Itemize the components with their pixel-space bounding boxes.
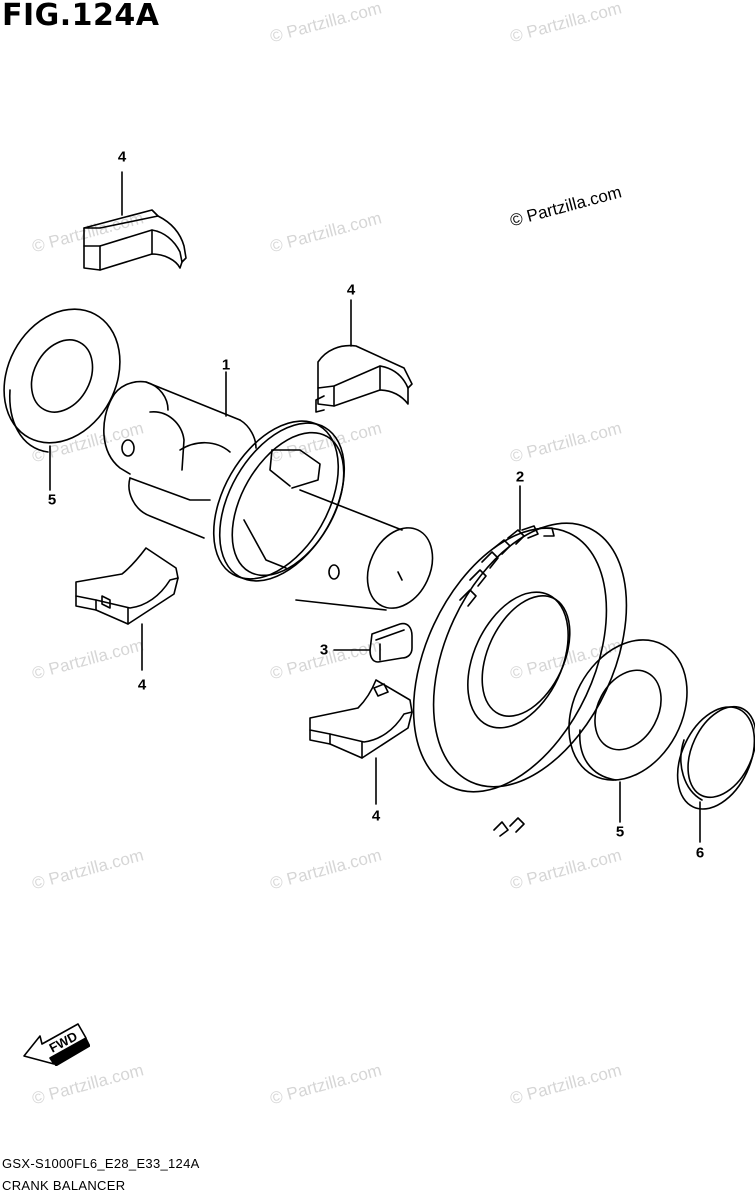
bearing-4-lower-center[interactable] [309,679,413,759]
callout-4[interactable]: 4 [117,148,127,166]
fwd-arrow-icon: FWD [23,1023,90,1066]
callout-4[interactable]: 4 [371,807,381,825]
balancer-driven-gear-2[interactable] [375,493,666,837]
thrust-washer-5-right[interactable] [546,619,711,800]
callout-1[interactable]: 1 [221,356,231,374]
thrust-washer-5-left[interactable] [0,289,143,463]
callout-4[interactable]: 4 [137,676,147,694]
crank-balancer-shaft-1[interactable] [103,380,445,619]
section-name: CRANK BALANCER [2,1178,126,1193]
bearing-4-top-left[interactable] [83,209,187,271]
woodruff-key-3[interactable] [369,622,413,663]
callout-5[interactable]: 5 [47,491,57,509]
callout-5[interactable]: 5 [615,823,625,841]
callout-3[interactable]: 3 [319,641,329,659]
model-code: GSX-S1000FL6_E28_E33_124A [2,1156,200,1171]
figure-title: FIG.124A [2,0,160,33]
bearing-4-lower-left[interactable] [75,547,179,625]
callout-2[interactable]: 2 [515,468,525,486]
bearing-4-top-center[interactable] [315,344,413,413]
cap-6[interactable] [662,695,755,822]
callout-6[interactable]: 6 [695,844,705,862]
callout-4[interactable]: 4 [346,281,356,299]
